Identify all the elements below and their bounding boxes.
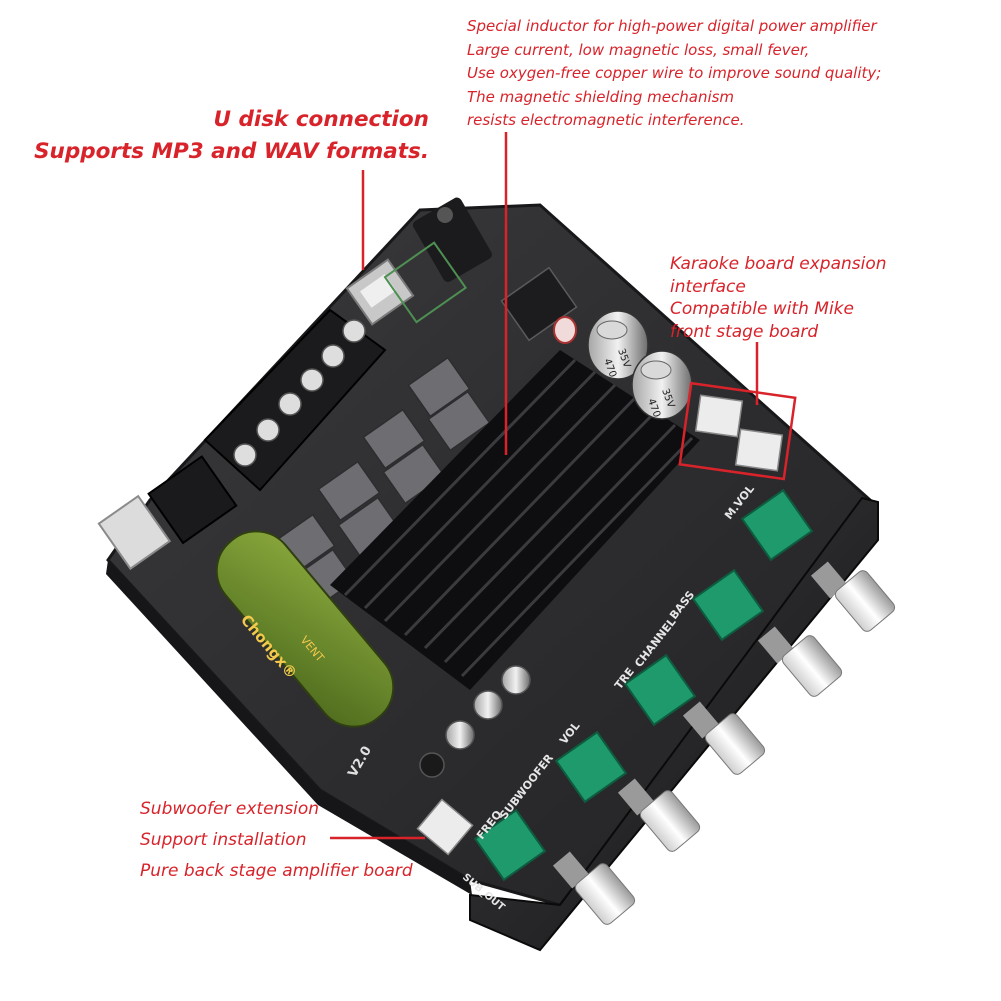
karaoke-line-3: Compatible with Mike xyxy=(670,299,854,319)
small-capacitor-red xyxy=(553,316,577,344)
inductors xyxy=(272,356,491,610)
knobs xyxy=(552,561,896,925)
inductor-line-2: Large current, low magnetic loss, small … xyxy=(467,40,810,59)
heatsink xyxy=(330,350,700,690)
bt-antenna xyxy=(383,241,468,324)
subwoofer-line-1: Subwoofer extension xyxy=(140,799,320,819)
small-capacitors xyxy=(419,665,531,778)
knob-mvol xyxy=(810,561,896,632)
subwoofer-line-3: Pure back stage amplifier board xyxy=(140,861,413,881)
knob-freq xyxy=(552,851,636,925)
audio-jack xyxy=(412,197,492,282)
usb-line-1: U disk connection xyxy=(213,107,429,132)
knob-tre xyxy=(682,701,766,775)
usb-port xyxy=(345,258,415,326)
knob-bass xyxy=(757,626,843,697)
knob-vol xyxy=(617,778,701,852)
big-capacitor-2: 470 35V xyxy=(631,350,693,420)
karaoke-line-4: front stage board xyxy=(670,321,819,342)
subwoofer-line-2: Support installation xyxy=(140,830,307,850)
inductor-annotation: Special inductor for high-power digital … xyxy=(467,15,881,133)
pcb-edge xyxy=(106,560,472,895)
inductor-line-1: Special inductor for high-power digital … xyxy=(467,17,877,35)
subwoofer-annotation: Subwoofer extension Support installation… xyxy=(140,794,413,887)
sub-out-connector xyxy=(416,798,474,856)
potentiometers xyxy=(473,488,814,882)
inductor-line-4: The magnetic shielding mechanism xyxy=(467,87,735,106)
inductor-line-3: Use oxygen-free copper wire to improve s… xyxy=(467,64,882,82)
dc-jack xyxy=(147,455,238,545)
inductor-line-5: resists electromagnetic interference. xyxy=(467,111,745,129)
speaker-terminal-block xyxy=(203,308,387,492)
callout-lines xyxy=(330,132,759,840)
usb-line-2: Supports MP3 and WAV formats. xyxy=(34,139,429,164)
front-panel xyxy=(469,496,879,952)
karaoke-connectors xyxy=(678,381,797,481)
usb-annotation: U disk connection Supports MP3 and WAV f… xyxy=(34,104,429,168)
karaoke-annotation: Karaoke board expansion interface Compat… xyxy=(670,253,887,343)
karaoke-line-2: interface xyxy=(670,276,746,297)
big-capacitor-1: 470 35V xyxy=(587,310,649,380)
karaoke-line-1: Karaoke board expansion xyxy=(670,254,887,274)
power-connector xyxy=(97,494,172,571)
main-chip xyxy=(500,266,578,342)
